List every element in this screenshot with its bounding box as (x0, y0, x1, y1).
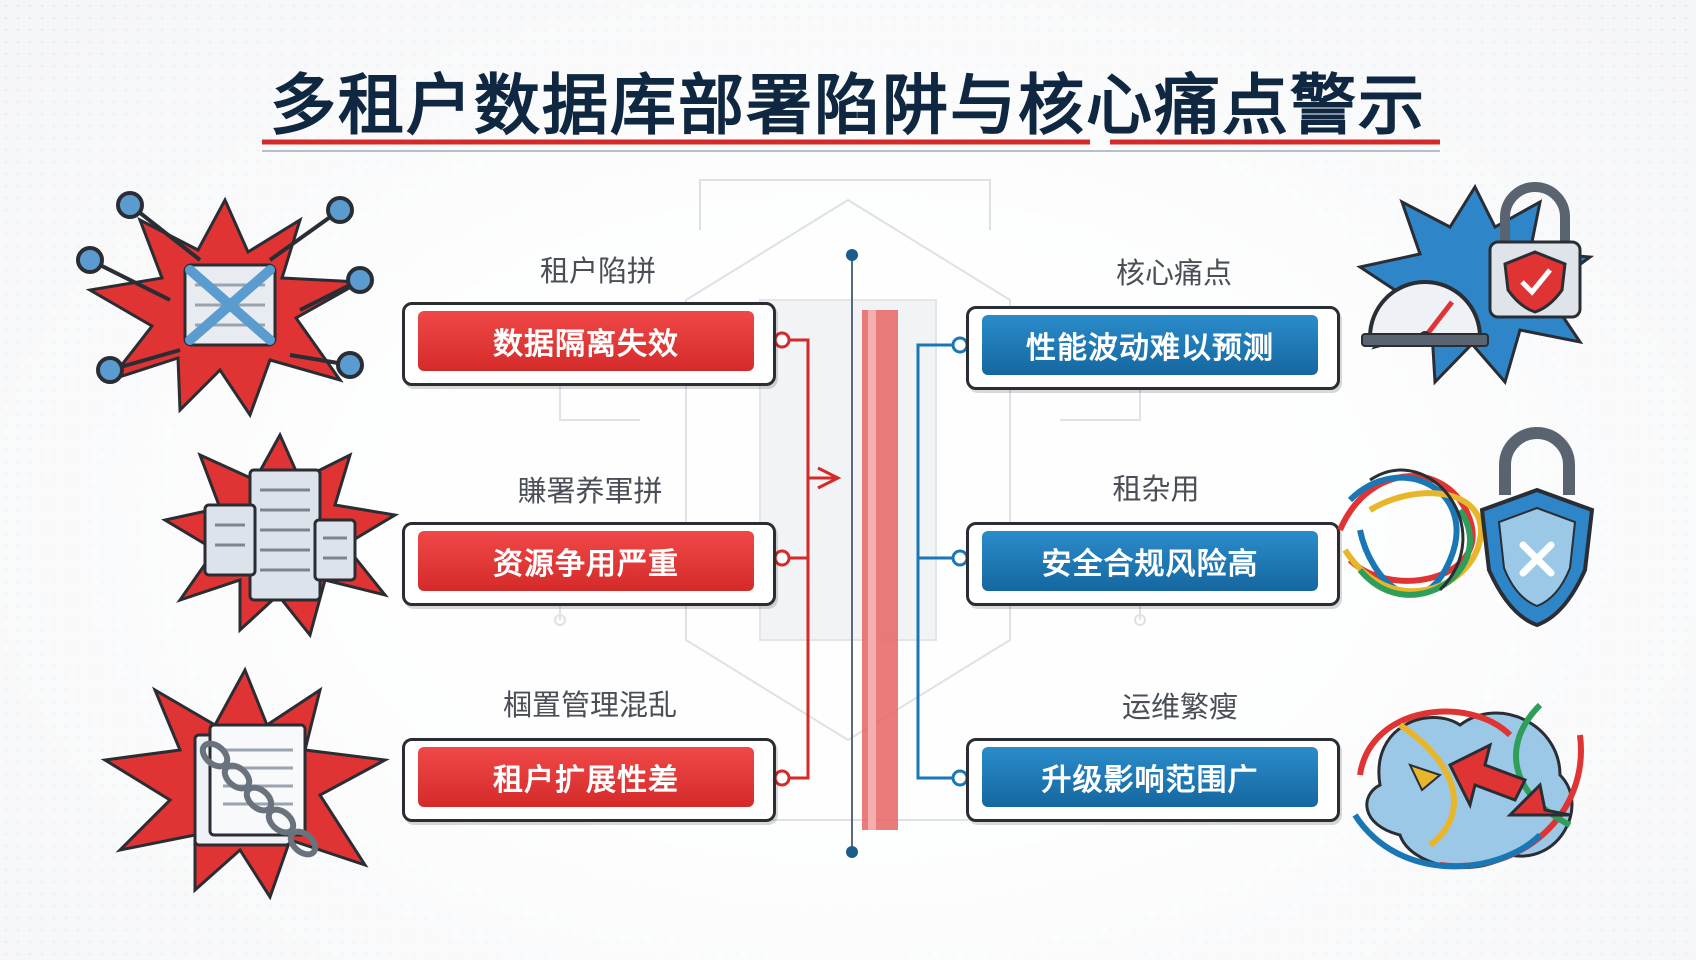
tangled-padlock-icon (1337, 427, 1595, 628)
right-pill-performance: 性能波动难以预测 (982, 315, 1318, 375)
chained-document-icon (100, 666, 390, 900)
left-pill-data-isolation: 数据隔离失效 (418, 311, 754, 371)
server-rack-icon (160, 431, 400, 639)
title-underline (262, 139, 1440, 152)
page-title: 多租户数据库部署陷阱与核心痛点警示 (270, 67, 1426, 144)
left-pill-tenant-scalability: 租户扩展性差 (418, 747, 754, 807)
left-pill-resource-contention: 资源争用严重 (418, 531, 754, 591)
gauge-padlock-icon (1356, 182, 1595, 386)
right-label-2: 租杂用 (1112, 472, 1200, 506)
right-pill-upgrade: 升级影响范围广 (982, 747, 1318, 807)
right-label-3: 运维繁瘦 (1121, 690, 1238, 724)
left-label-1: 租户陷拼 (539, 254, 656, 288)
tangled-arrows-icon (1352, 702, 1584, 870)
right-pill-security: 安全合规风险高 (982, 531, 1318, 591)
right-label-1: 核心痛点 (1115, 256, 1232, 290)
left-label-2: 賺署养軍拼 (517, 474, 663, 508)
broken-database-icon (76, 191, 374, 419)
left-label-3: 椢置管理混乱 (502, 688, 677, 722)
